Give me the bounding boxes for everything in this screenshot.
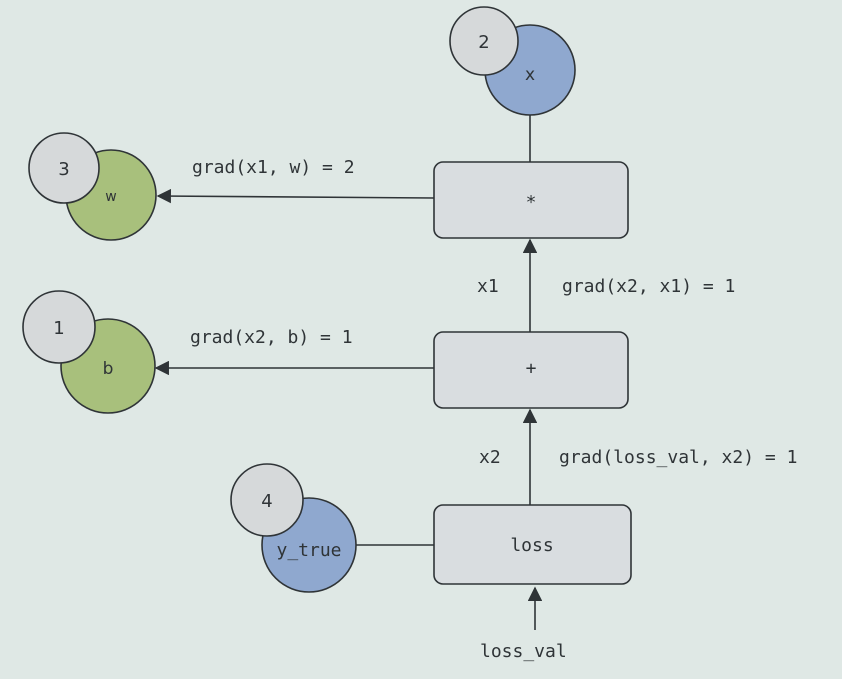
loss-op-label: loss (510, 535, 553, 556)
b-badge-circle (22, 290, 96, 364)
w-badge-number: 3 (58, 159, 69, 180)
y-true-variable-label: y_true (276, 540, 341, 561)
x-variable-label: x (525, 65, 535, 85)
node-w: 3 w (28, 132, 157, 241)
y-true-badge-circle (230, 463, 304, 537)
grad-x1-w-label: grad(x1, w) = 2 (192, 157, 355, 178)
loss-val-label: loss_val (480, 641, 567, 662)
edge-labels: grad(x1, w) = 2 grad(x2, b) = 1 x1 grad(… (190, 157, 797, 662)
node-x: 2 x (449, 6, 576, 116)
node-y-true: 4 y_true (230, 463, 357, 593)
mul-op-label: * (526, 192, 537, 213)
y-true-badge-number: 4 (261, 491, 272, 512)
w-variable-label: w (105, 189, 116, 205)
edges (154, 108, 543, 630)
add-op-label: + (526, 358, 537, 379)
x2-label: x2 (479, 447, 501, 468)
mul-op-box (433, 161, 629, 239)
grad-loss-x2-label: grad(loss_val, x2) = 1 (559, 447, 797, 468)
grad-x2-x1-label: grad(x2, x1) = 1 (562, 276, 735, 297)
add-op-box (433, 331, 629, 409)
node-b: 1 b (22, 290, 156, 414)
loss-op-box (433, 504, 632, 585)
b-variable-label: b (103, 359, 114, 379)
x1-label: x1 (477, 276, 499, 297)
grad-x2-b-label: grad(x2, b) = 1 (190, 327, 353, 348)
op-loss: loss (433, 504, 632, 585)
w-badge-circle (28, 132, 100, 204)
edge-mul-to-w-arrow (156, 188, 435, 204)
op-mul: * (433, 161, 629, 239)
op-add: + (433, 331, 629, 409)
x-badge-circle (449, 6, 519, 76)
x-badge-number: 2 (478, 32, 489, 53)
b-badge-number: 1 (53, 318, 64, 339)
